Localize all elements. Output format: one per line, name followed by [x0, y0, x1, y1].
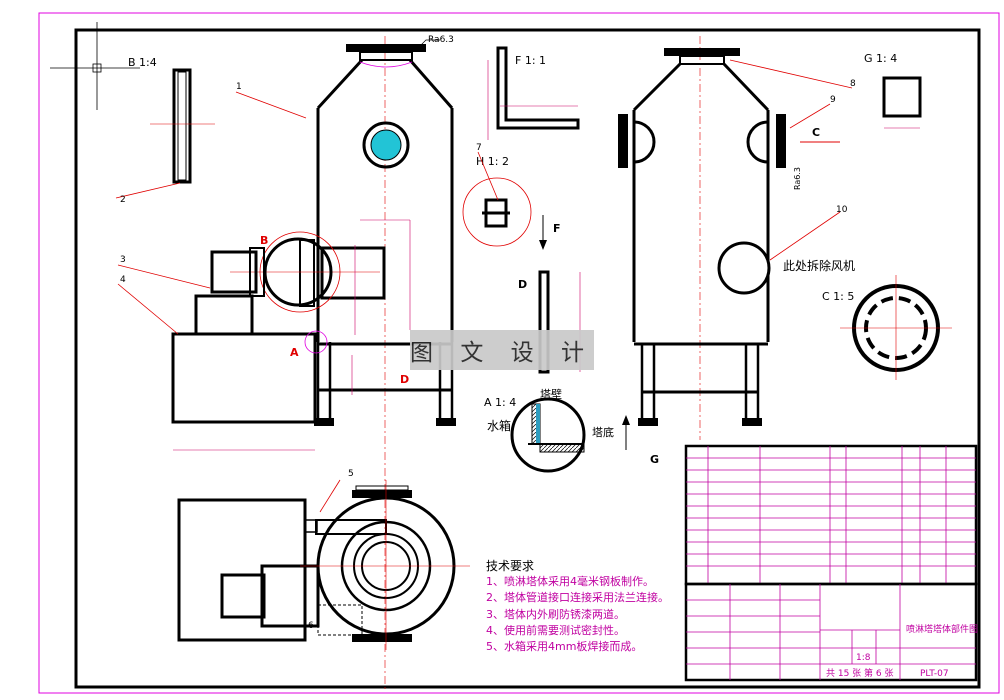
title-block: [684, 444, 978, 682]
tech-note-line: 4、使用前需要测试密封性。: [486, 623, 625, 637]
title-name: 喷淋塔塔体部件图: [906, 623, 978, 635]
balloon-9: 9: [830, 95, 836, 105]
label-tower-bottom: 塔底: [592, 425, 614, 439]
balloon-3: 3: [120, 255, 126, 265]
outer-border: [38, 12, 1000, 694]
detail-d-title: D: [518, 278, 527, 291]
tech-note-line: 2、塔体管道接口连接采用法兰连接。: [486, 591, 669, 605]
detail-c: C 1: 5: [822, 275, 952, 380]
marker-a: A: [290, 346, 299, 359]
side-view: C Ra6.3: [618, 36, 840, 440]
part-balloons: [115, 59, 853, 513]
label-remove-fan: 此处拆除风机: [783, 258, 855, 273]
marker-c: C: [812, 126, 820, 139]
title-sheets: 共 15 张 第 6 张: [826, 667, 893, 679]
marker-b: B: [260, 234, 268, 247]
view-arrow-f: F: [539, 215, 561, 250]
detail-g: G 1: 4: [864, 52, 922, 129]
marker-f: F: [553, 222, 561, 235]
balloon-1: 1: [236, 82, 242, 92]
detail-a-title: A 1: 4: [484, 396, 516, 409]
balloon-8: 8: [850, 79, 856, 89]
balloon-10: 10: [836, 205, 848, 215]
technical-requirements: 技术要求 1、喷淋塔体采用4毫米钢板制作。 2、塔体管道接口连接采用法兰连接。 …: [486, 558, 669, 655]
marker-g: G: [650, 453, 659, 466]
crosshair-cursor: [50, 22, 140, 110]
marker-d: D: [400, 373, 409, 386]
detail-h: H 1: 2: [462, 155, 532, 247]
balloon-5: 5: [348, 469, 354, 479]
tech-notes-heading: 技术要求: [486, 559, 535, 573]
roughness-top: Ra6.3: [428, 35, 454, 45]
balloon-6: 6: [308, 621, 314, 631]
detail-g-title: G 1: 4: [864, 52, 897, 65]
tech-note-line: 3、塔体内外刷防锈漆两道。: [486, 607, 625, 621]
watermark: 图 文 设 计: [410, 330, 594, 370]
detail-b-title: B 1:4: [128, 56, 157, 69]
title-scale: 1:8: [856, 653, 871, 663]
roughness-side: Ra6.3: [793, 167, 802, 190]
view-arrow-g: G: [622, 415, 659, 466]
label-tower-wall: 塔壁: [540, 387, 562, 401]
balloon-4: 4: [120, 275, 126, 285]
detail-f: F 1: 1: [487, 46, 580, 140]
drawing-frame: [74, 28, 981, 689]
detail-f-title: F 1: 1: [515, 54, 546, 67]
tech-note-line: 1、喷淋塔体采用4毫米钢板制作。: [486, 575, 654, 589]
title-code: PLT-07: [920, 669, 949, 679]
detail-b: B 1:4: [128, 56, 215, 184]
label-water-tank: 水箱: [487, 418, 511, 433]
balloon-2: 2: [120, 195, 126, 205]
tech-note-line: 5、水箱采用4mm板焊接而成。: [486, 640, 643, 654]
detail-a: A 1: 4 塔壁 塔底 水箱: [484, 387, 614, 473]
balloon-7: 7: [476, 143, 482, 153]
plan-view: [177, 480, 470, 650]
detail-h-title: H 1: 2: [476, 155, 509, 168]
detail-c-title: C 1: 5: [822, 290, 854, 303]
